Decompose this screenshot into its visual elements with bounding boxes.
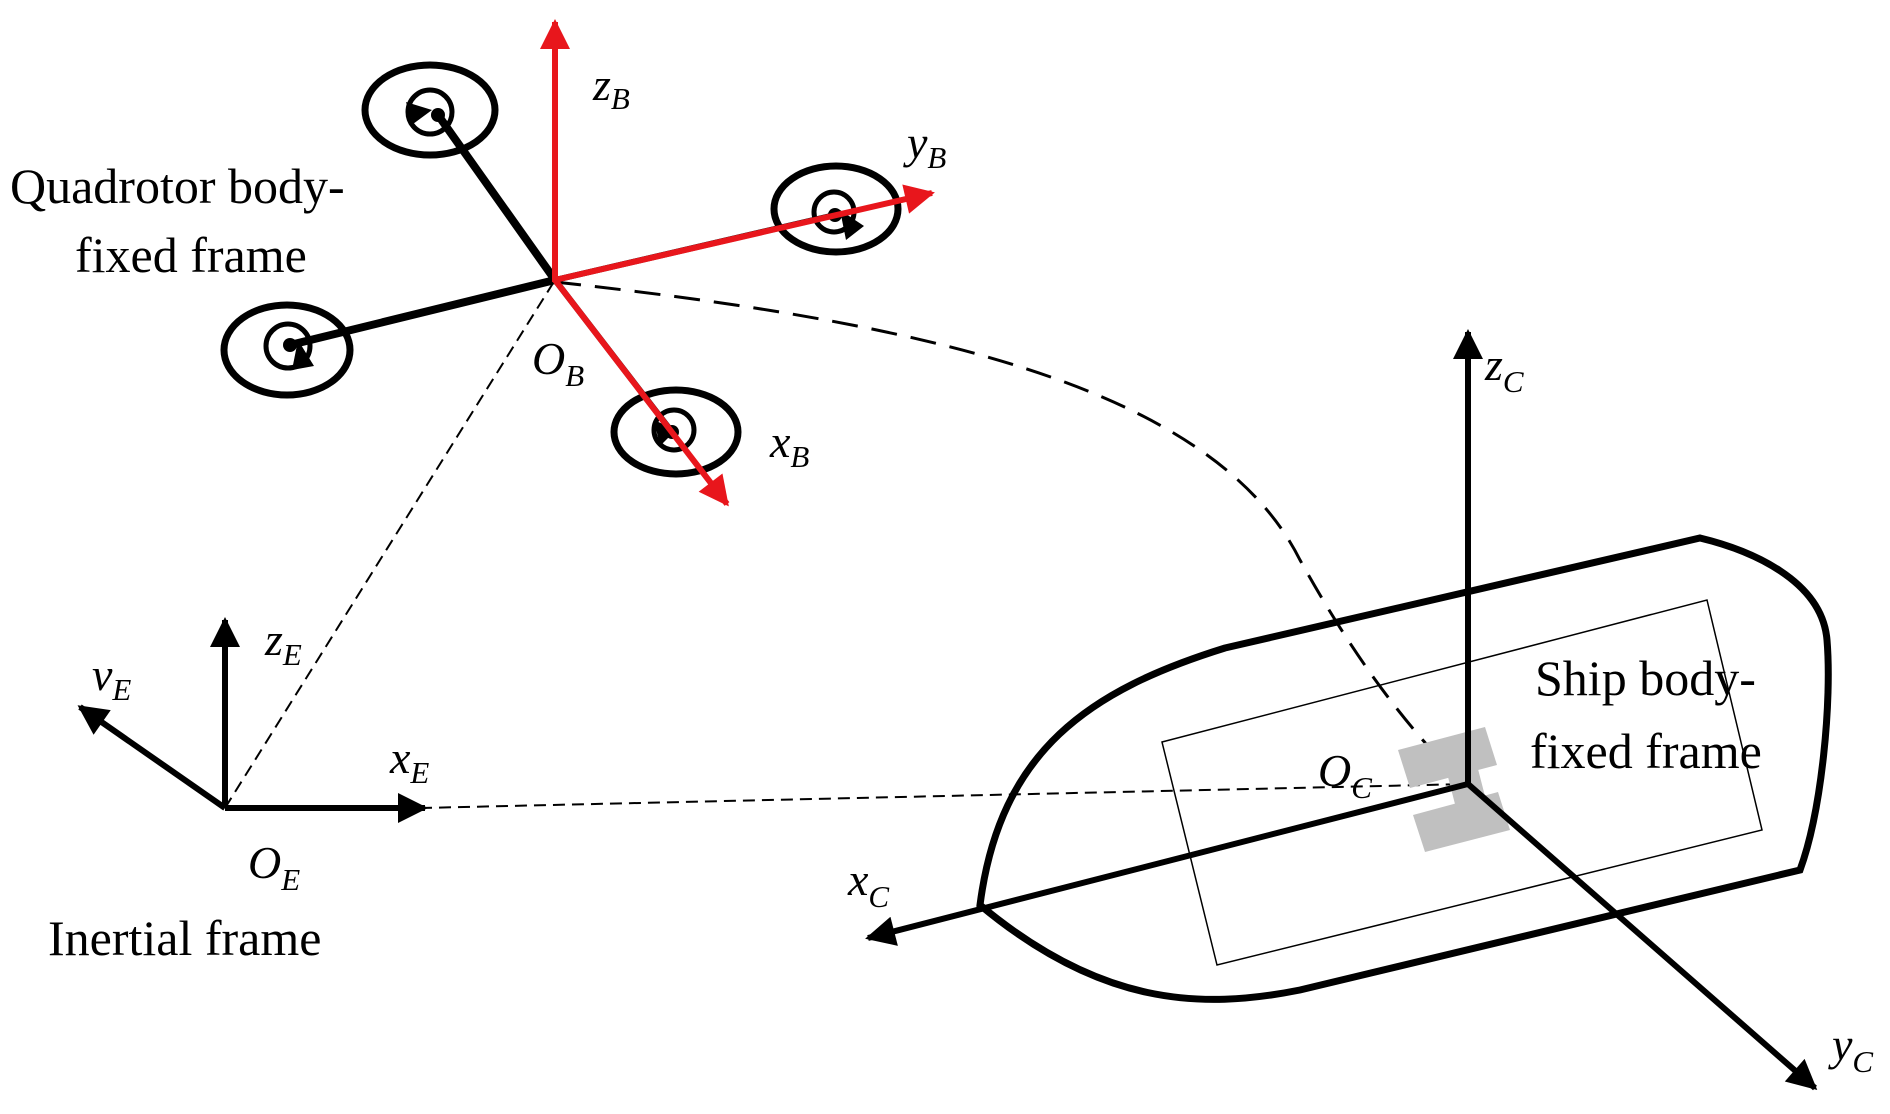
yc-axis [1466, 781, 1818, 1091]
zb-label: zB [592, 59, 630, 116]
quadrotor-axes [540, 19, 935, 507]
yc-label: yC [1828, 1019, 1873, 1079]
xb-label: xB [769, 416, 809, 474]
ze-label: zE [264, 614, 302, 672]
yb-axis [554, 184, 935, 283]
ve-label: vE [92, 649, 131, 707]
xb-axis [552, 278, 730, 507]
zc-label: zC [1484, 339, 1524, 399]
rotor-icon [610, 386, 742, 478]
connecting-lines [224, 279, 1469, 809]
quadrotor-title-line2: fixed frame [75, 227, 307, 283]
oc-label: OC [1318, 745, 1372, 805]
yb-label: yB [903, 117, 946, 175]
xe-label: xE [389, 732, 429, 790]
oe-label: OE [248, 837, 300, 897]
inertial-frame: zE vE xE OE Inertial frame [48, 614, 429, 966]
ob-label: OB [532, 333, 584, 393]
ship-title-line1: Ship body- [1535, 650, 1756, 706]
quadrotor-arms [289, 112, 836, 434]
ship: zC OC xC yC Ship body- fixed frame [847, 329, 1873, 1091]
ve-axis [77, 704, 227, 811]
ship-title-line2: fixed frame [1530, 723, 1762, 779]
rotor-icon [361, 61, 499, 159]
xc-label: xC [847, 854, 889, 914]
ship-hull [976, 534, 1832, 1003]
inertial-to-ship-line [419, 783, 1469, 809]
rotor-icon [220, 301, 354, 399]
ship-deck-outline [1161, 599, 1763, 966]
landing-pad [1398, 727, 1510, 852]
quadrotor: Quadrotor body- fixed frame zB yB OB xB [10, 19, 946, 507]
xc-axis [865, 781, 1469, 946]
quadrotor-title-line1: Quadrotor body- [10, 158, 345, 214]
inertial-title: Inertial frame [48, 910, 321, 966]
rotor-icon [770, 162, 902, 256]
flight-trajectory [554, 280, 1462, 782]
inertial-to-quadrotor-line [224, 279, 556, 809]
